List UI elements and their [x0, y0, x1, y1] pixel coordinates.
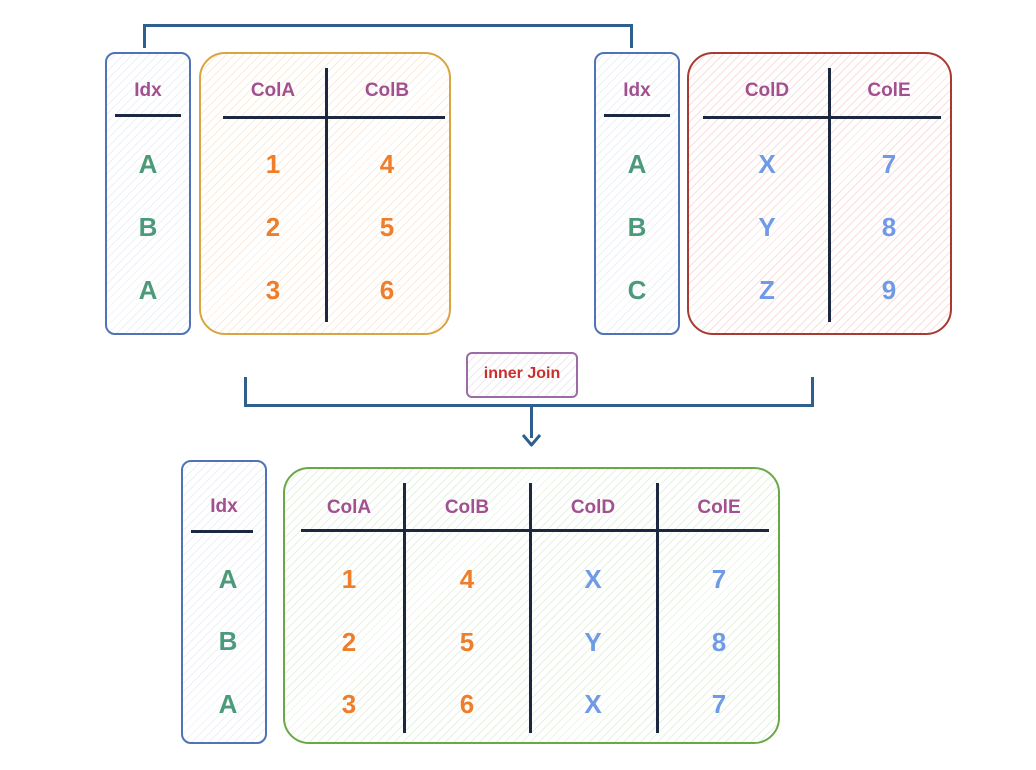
join-bracket-left-leg — [244, 377, 247, 407]
right-column-divider — [828, 68, 831, 322]
right-cell: Z — [759, 275, 775, 305]
result-cell: 1 — [341, 564, 357, 594]
result-index-header-rule — [191, 530, 253, 533]
result-index-value: A — [218, 689, 238, 719]
left-cell: 5 — [379, 212, 395, 242]
result-index-value: B — [218, 626, 238, 656]
inner-join-label: inner Join — [466, 352, 578, 398]
result-col-header: ColD — [570, 497, 616, 518]
left-index-value: A — [138, 275, 158, 305]
right-index-value: B — [627, 212, 647, 242]
top-connector — [143, 24, 633, 27]
result-cell: Y — [584, 627, 602, 657]
left-cell: 4 — [379, 149, 395, 179]
left-cell: 3 — [265, 275, 281, 305]
result-index-header: Idx — [210, 496, 238, 517]
result-index-value: A — [218, 564, 238, 594]
join-bracket-right-leg — [811, 377, 814, 407]
result-column-divider — [529, 483, 532, 733]
result-column-divider — [403, 483, 406, 733]
left-data-box: ColA ColB 1 4 2 5 3 6 — [199, 52, 451, 335]
result-header-rule — [301, 529, 769, 532]
left-index-header: Idx — [134, 80, 162, 101]
arrow-down-icon — [521, 434, 542, 447]
result-data-box: ColA ColB ColD ColE 1 4 X 7 2 5 Y 8 3 6 … — [283, 467, 780, 744]
result-index-box: Idx A B A — [181, 460, 267, 744]
result-cell: 7 — [711, 689, 727, 719]
result-col-header: ColE — [697, 497, 741, 518]
right-col-header: ColE — [867, 80, 911, 101]
right-header-rule — [703, 116, 941, 119]
left-index-value: A — [138, 149, 158, 179]
result-cell: X — [584, 564, 602, 594]
left-index-box: Idx A B A — [105, 52, 191, 335]
join-bracket — [244, 404, 814, 407]
result-col-header: ColB — [444, 497, 490, 518]
left-column-divider — [325, 68, 328, 322]
result-col-header: ColA — [326, 497, 372, 518]
left-cell: 2 — [265, 212, 281, 242]
right-cell: X — [758, 149, 776, 179]
right-cell: Y — [758, 212, 776, 242]
top-connector-right-leg — [630, 24, 633, 48]
left-index-header-rule — [115, 114, 181, 117]
result-cell: 5 — [459, 627, 475, 657]
join-arrow-shaft — [530, 404, 533, 438]
result-cell: 7 — [711, 564, 727, 594]
left-header-rule — [223, 116, 445, 119]
right-index-header-rule — [604, 114, 670, 117]
left-cell: 6 — [379, 275, 395, 305]
top-connector-left-leg — [143, 24, 146, 48]
right-data-box: ColD ColE X 7 Y 8 Z 9 — [687, 52, 952, 335]
right-index-value: C — [627, 275, 647, 305]
result-cell: X — [584, 689, 602, 719]
right-col-header: ColD — [744, 80, 790, 101]
right-index-box: Idx A B C — [594, 52, 680, 335]
left-index-value: B — [138, 212, 158, 242]
result-cell: 3 — [341, 689, 357, 719]
result-column-divider — [656, 483, 659, 733]
right-cell: 8 — [881, 212, 897, 242]
right-index-value: A — [627, 149, 647, 179]
left-col-header: ColB — [364, 80, 410, 101]
result-cell: 8 — [711, 627, 727, 657]
right-cell: 7 — [881, 149, 897, 179]
result-cell: 6 — [459, 689, 475, 719]
right-cell: 9 — [881, 275, 897, 305]
result-cell: 2 — [341, 627, 357, 657]
left-cell: 1 — [265, 149, 281, 179]
right-index-header: Idx — [623, 80, 651, 101]
left-col-header: ColA — [250, 80, 296, 101]
result-cell: 4 — [459, 564, 475, 594]
